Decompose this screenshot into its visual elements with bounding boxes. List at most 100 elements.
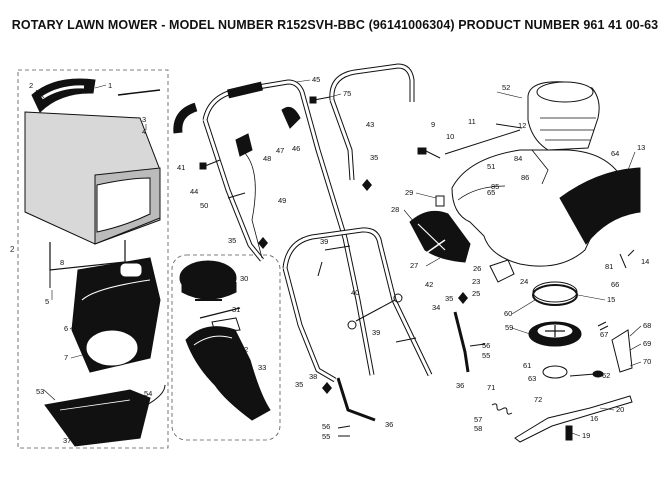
callout-48: 48 [263, 154, 271, 163]
callout-27: 27 [410, 261, 418, 270]
callout-52: 52 [502, 83, 510, 92]
callout-60: 60 [504, 309, 512, 318]
callout-34: 34 [432, 303, 440, 312]
callout-2: 2 [29, 81, 33, 90]
deck-group [409, 81, 641, 443]
callout-39a: 39 [320, 237, 328, 246]
callout-35a: 35 [370, 153, 378, 162]
rear-hood [559, 167, 641, 245]
callout-55a: 55 [482, 351, 490, 360]
callout-36b: 36 [385, 420, 393, 429]
callout-56b: 56 [322, 422, 330, 431]
callout-75: 75 [343, 89, 351, 98]
callouts: 1 2 3 4 5 6 7 8 9 10 11 12 13 14 15 16 1… [29, 75, 651, 445]
mulch-chute [185, 326, 271, 421]
callout-43: 43 [366, 120, 374, 129]
handle-knobs [258, 179, 468, 394]
leader-lines [35, 79, 642, 437]
callout-4: 4 [142, 127, 146, 136]
callout-32: 32 [240, 345, 248, 354]
callout-67: 67 [600, 330, 608, 339]
callout-72: 72 [534, 395, 542, 404]
callout-31: 31 [232, 305, 240, 314]
callout-12: 12 [518, 121, 526, 130]
handle-grip [173, 102, 198, 134]
callout-81: 81 [605, 262, 613, 271]
callout-85: 85 [491, 182, 499, 191]
callout-3: 3 [142, 115, 146, 124]
callout-5: 5 [45, 297, 49, 306]
side-mark: 2 [10, 245, 15, 254]
callout-66: 66 [611, 280, 619, 289]
callout-8: 8 [60, 258, 64, 267]
callout-65: 65 [487, 188, 495, 197]
callout-69: 69 [643, 339, 651, 348]
callout-63: 63 [528, 374, 536, 383]
callout-37: 37 [63, 436, 71, 445]
callout-42: 42 [425, 280, 433, 289]
diagram-title: ROTARY LAWN MOWER - MODEL NUMBER R152SVH… [11, 18, 659, 32]
callout-70: 70 [643, 357, 651, 366]
group-frames [17, 69, 281, 449]
callout-62: 62 [602, 371, 610, 380]
callout-26: 26 [473, 264, 481, 273]
callout-23: 23 [472, 277, 480, 286]
callout-41: 41 [177, 163, 185, 172]
callout-13: 13 [637, 143, 645, 152]
callout-30: 30 [240, 274, 248, 283]
callout-55b: 55 [322, 432, 330, 441]
callout-7: 7 [64, 353, 68, 362]
callout-64: 64 [611, 149, 619, 158]
callout-25: 25 [472, 289, 480, 298]
callout-1: 1 [108, 81, 112, 90]
callout-40: 40 [351, 288, 359, 297]
callout-46: 46 [292, 144, 300, 153]
callout-19: 19 [582, 431, 590, 440]
callout-57: 57 [474, 415, 482, 424]
callout-58: 58 [474, 424, 482, 433]
bag-rod [117, 89, 161, 96]
bag-frame-opening [85, 329, 139, 367]
cutting-blade [514, 395, 633, 443]
callout-38: 38 [309, 372, 317, 381]
side-deflector [409, 210, 471, 263]
callout-84: 84 [514, 154, 522, 163]
callout-53: 53 [36, 387, 44, 396]
rear-flap [44, 389, 151, 447]
callout-14: 14 [641, 257, 649, 266]
callout-10: 10 [446, 132, 454, 141]
callout-33: 33 [258, 363, 266, 372]
grass-bag-frame [17, 69, 169, 449]
callout-56a: 56 [482, 341, 490, 350]
callout-51: 51 [487, 162, 495, 171]
callout-11: 11 [468, 117, 476, 126]
callout-28: 28 [391, 205, 399, 214]
callout-15: 15 [607, 295, 615, 304]
callout-54: 54 [144, 389, 152, 398]
handle-group [173, 63, 470, 422]
callout-35c: 35 [295, 380, 303, 389]
callout-35b: 35 [228, 236, 236, 245]
callout-29: 29 [405, 188, 413, 197]
callout-49: 49 [278, 196, 286, 205]
callout-86: 86 [521, 173, 529, 182]
callout-61: 61 [523, 361, 531, 370]
callout-71: 71 [487, 383, 495, 392]
grass-bag-group [24, 78, 166, 447]
callout-24: 24 [520, 277, 528, 286]
hardware [199, 96, 627, 437]
callout-68: 68 [643, 321, 651, 330]
callout-44: 44 [190, 187, 198, 196]
callout-50: 50 [200, 201, 208, 210]
mulch-kit-group [179, 260, 271, 421]
callout-16: 16 [590, 414, 598, 423]
callout-47: 47 [276, 146, 284, 155]
callout-20: 20 [616, 405, 624, 414]
callout-59: 59 [505, 323, 513, 332]
callout-9: 9 [431, 120, 435, 129]
callout-35d: 35 [445, 294, 453, 303]
callout-36a: 36 [456, 381, 464, 390]
callout-45: 45 [312, 75, 320, 84]
callout-39b: 39 [372, 328, 380, 337]
